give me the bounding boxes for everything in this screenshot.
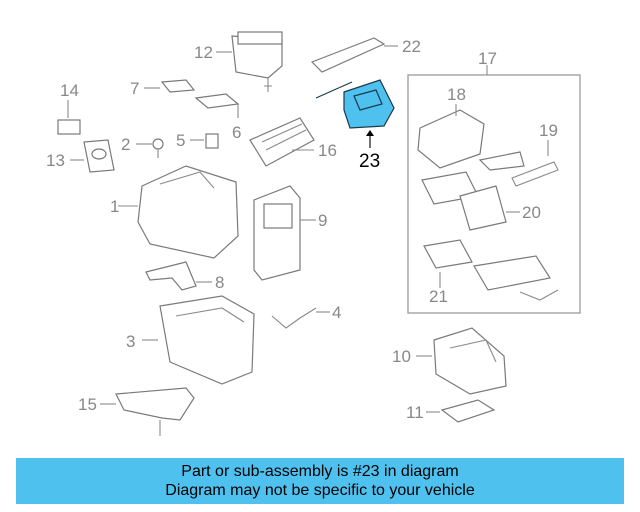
callout-1: 1 [110, 197, 120, 216]
callout-7: 7 [130, 79, 140, 98]
callout-3: 3 [126, 332, 136, 351]
callout-10: 10 [392, 347, 411, 366]
assembly-17-box [407, 74, 581, 314]
part-9-shape [253, 185, 316, 281]
callout-12: 12 [194, 43, 213, 62]
callout-11: 11 [406, 403, 424, 422]
part-16-shape [249, 117, 315, 167]
part-14-shape [57, 100, 81, 135]
callout-15: 15 [78, 395, 97, 414]
part-5-shape [190, 133, 219, 149]
callout-18: 18 [447, 85, 466, 104]
callout-19: 19 [539, 121, 558, 140]
part-13-shape [70, 139, 115, 173]
part-21-shape [423, 239, 559, 301]
part-2-shape [136, 138, 164, 158]
part-23-shape [315, 79, 395, 148]
exploded-view-drawing [57, 31, 581, 436]
part-6-shape [194, 93, 240, 118]
callout-8: 8 [215, 273, 225, 292]
part-11-shape [426, 399, 496, 423]
callout-17: 17 [478, 49, 497, 68]
part-7-shape [144, 79, 196, 93]
callout-21: 21 [429, 287, 448, 306]
part-3-shape [142, 295, 255, 385]
part-20-shape [421, 171, 520, 231]
callout-20: 20 [522, 203, 541, 222]
part-22-shape [310, 37, 398, 73]
part-8-shape [145, 261, 212, 291]
info-banner: Part or sub-assembly is #23 in diagram D… [16, 458, 624, 504]
part-15-shape [100, 387, 195, 436]
callout-2: 2 [121, 135, 131, 154]
callout-5: 5 [176, 131, 186, 150]
callout-22: 22 [402, 37, 421, 56]
banner-line-1: Part or sub-assembly is #23 in diagram [181, 463, 459, 480]
part-19-shape [478, 140, 559, 187]
part-12-shape [216, 31, 283, 92]
callout-16: 16 [318, 141, 337, 160]
part-1-shape [118, 165, 239, 259]
callout-23-highlighted: 23 [359, 151, 381, 172]
part-4-shape [271, 307, 330, 329]
callout-13: 13 [46, 151, 65, 170]
callout-6: 6 [232, 123, 242, 142]
part-10-shape [416, 327, 507, 395]
banner-line-2: Diagram may not be specific to your vehi… [165, 482, 475, 499]
callout-14: 14 [60, 81, 79, 100]
callout-9: 9 [318, 211, 328, 230]
part-18-shape [417, 104, 485, 169]
callout-4: 4 [332, 303, 342, 322]
